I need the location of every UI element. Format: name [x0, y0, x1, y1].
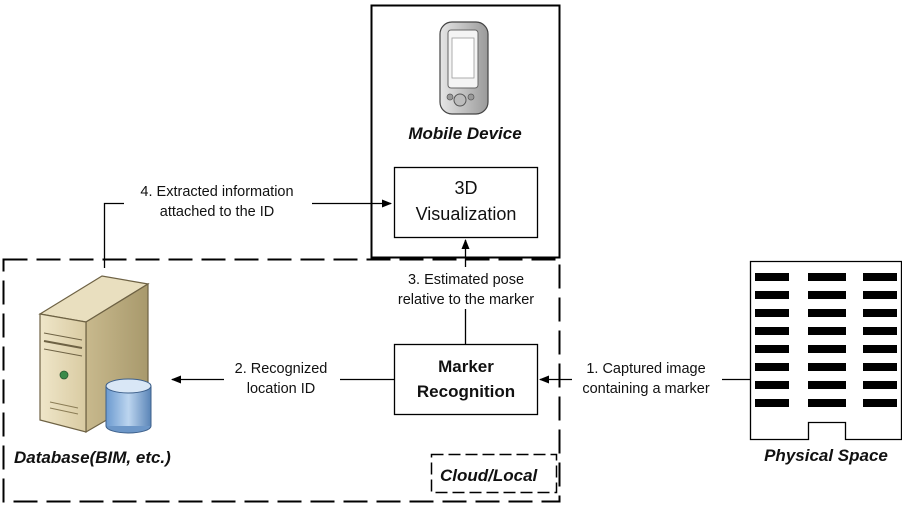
- step1-label-line1: 1. Captured image: [586, 361, 705, 377]
- marker-recognition-box: [393, 343, 539, 416]
- mobile-phone-icon: [439, 21, 489, 115]
- database-label: Database(BIM, etc.): [14, 448, 171, 467]
- physical-space-label: Physical Space: [764, 446, 888, 465]
- mobile-device-label: Mobile Device: [408, 124, 521, 143]
- building-icon: [749, 260, 902, 441]
- database-cylinder-icon: [105, 378, 152, 434]
- step2-label-line2: location ID: [247, 381, 316, 397]
- cloud-local-container: [2, 258, 561, 503]
- visualization-label-line2: Visualization: [416, 204, 517, 224]
- marker-recognition-label-line2: Recognition: [417, 382, 515, 401]
- step4-label-line1: 4. Extracted information: [140, 184, 293, 200]
- step3-label-line1: 3. Estimated pose: [408, 272, 524, 288]
- step1-label-line2: containing a marker: [582, 381, 710, 397]
- cloud-local-label-box: [430, 453, 558, 494]
- step3-label-line2: relative to the marker: [398, 292, 534, 308]
- marker-recognition-label-line1: Marker: [438, 357, 494, 376]
- step4-label-line2: attached to the ID: [160, 204, 274, 220]
- visualization-label-line1: 3D: [454, 178, 477, 198]
- visualization-box: [393, 166, 539, 239]
- cloud-local-label: Cloud/Local: [440, 466, 539, 485]
- step2-label-line1: 2. Recognized: [235, 361, 328, 377]
- server-icon: [38, 275, 150, 434]
